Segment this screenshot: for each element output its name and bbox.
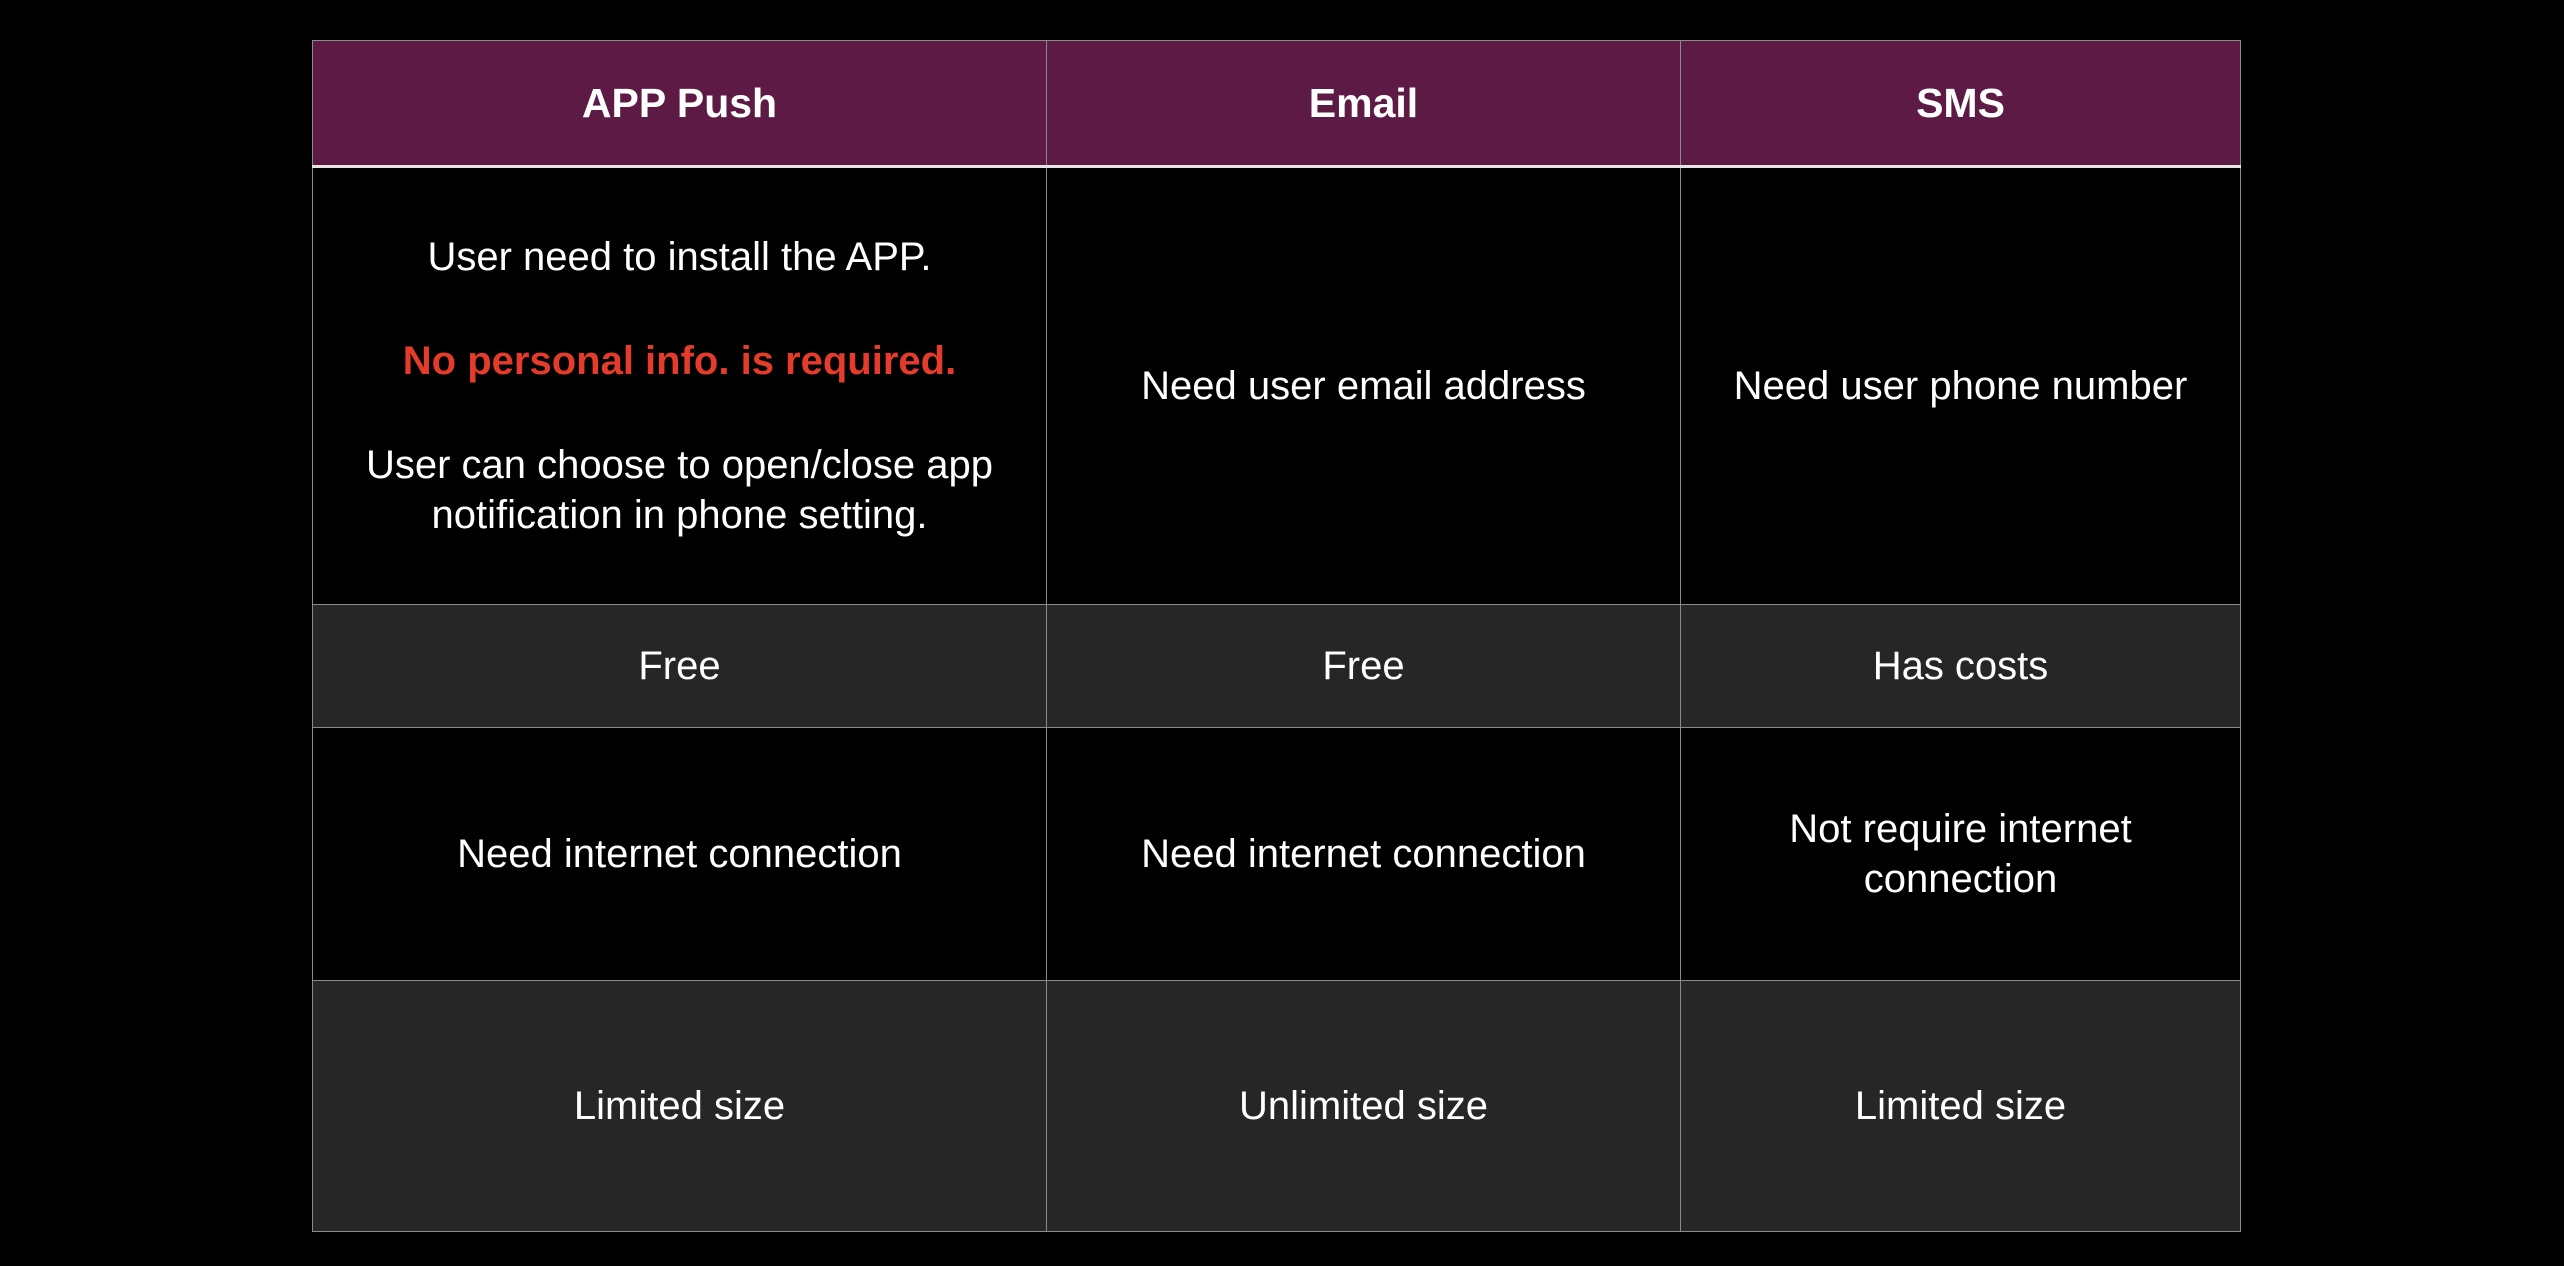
- table-row-connectivity: Need internet connection Need internet c…: [312, 727, 2241, 981]
- header-app-push: APP Push: [312, 40, 1047, 168]
- app-push-install-note: User need to install the APP.: [427, 235, 932, 279]
- header-email: Email: [1046, 40, 1681, 168]
- cell-email-size: Unlimited size: [1046, 980, 1681, 1232]
- table-row-cost: Free Free Has costs: [312, 604, 2241, 728]
- header-row: APP Push Email SMS: [312, 40, 2241, 168]
- table-row-requirements: User need to install the APP. No persona…: [312, 166, 2241, 605]
- cell-app-push-requirements: User need to install the APP. No persona…: [312, 166, 1047, 605]
- cell-sms-connectivity: Not require internet connection: [1680, 727, 2241, 981]
- cell-app-push-cost: Free: [312, 604, 1047, 728]
- cell-email-requirements: Need user email address: [1046, 166, 1681, 605]
- cell-app-push-size: Limited size: [312, 980, 1047, 1232]
- cell-app-push-connectivity: Need internet connection: [312, 727, 1047, 981]
- cell-sms-requirements: Need user phone number: [1680, 166, 2241, 605]
- paragraph-gap: [331, 386, 1028, 440]
- cell-email-connectivity: Need internet connection: [1046, 727, 1681, 981]
- comparison-table: APP Push Email SMS User need to install …: [312, 40, 2241, 1232]
- paragraph-gap: [331, 282, 1028, 336]
- cell-sms-size: Limited size: [1680, 980, 2241, 1232]
- cell-email-cost: Free: [1046, 604, 1681, 728]
- app-push-notification-setting-note: User can choose to open/close app notifi…: [365, 443, 994, 537]
- app-push-no-personal-info-note: No personal info. is required.: [402, 339, 957, 383]
- header-sms: SMS: [1680, 40, 2241, 168]
- table-row-size: Limited size Unlimited size Limited size: [312, 980, 2241, 1232]
- cell-sms-cost: Has costs: [1680, 604, 2241, 728]
